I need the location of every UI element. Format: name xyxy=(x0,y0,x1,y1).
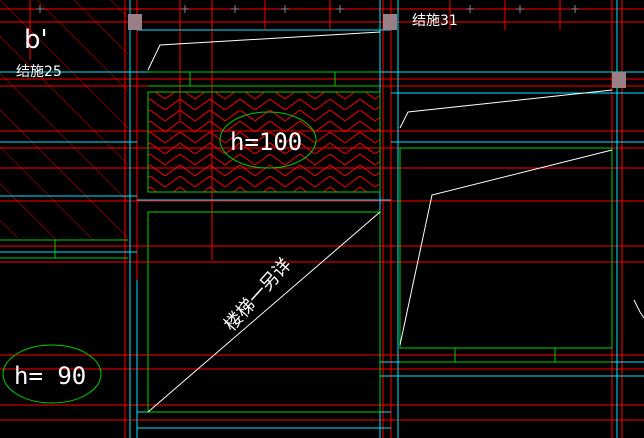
label-ref-31: 结施31 xyxy=(412,13,458,29)
label-ref-25: 结施25 xyxy=(16,64,62,80)
green-lines xyxy=(0,71,613,413)
hatch-region-h100 xyxy=(148,92,380,192)
label-h90: h= 90 xyxy=(14,362,86,390)
grid-crosses xyxy=(36,5,579,13)
label-b-prime: b' xyxy=(24,25,48,55)
column-marker[interactable] xyxy=(383,14,397,30)
column-marker[interactable] xyxy=(128,14,142,30)
label-h100: h=100 xyxy=(230,128,302,156)
white-outlines xyxy=(147,31,613,413)
h90-ellipse[interactable] xyxy=(2,344,102,404)
edge-glyph xyxy=(633,299,644,319)
hatch-region-left-top xyxy=(0,0,128,240)
h100-ellipse[interactable] xyxy=(219,111,317,169)
column-marker[interactable] xyxy=(612,72,626,88)
